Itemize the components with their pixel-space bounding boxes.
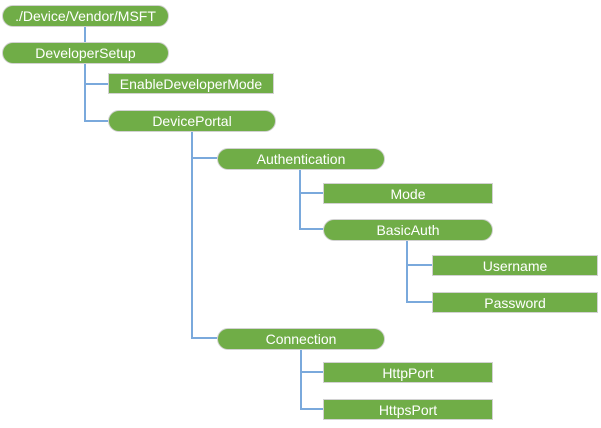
node-device-vendor-msft: ./Device/Vendor/MSFT bbox=[2, 5, 169, 27]
node-connection: Connection bbox=[217, 328, 385, 350]
connector-branch-username bbox=[406, 264, 433, 266]
node-deviceportal: DevicePortal bbox=[108, 110, 276, 132]
connector-branch-enabledevelopermode bbox=[84, 83, 109, 85]
connector-deviceportal-trunk bbox=[191, 132, 193, 339]
connector-developersetup-trunk bbox=[84, 63, 86, 122]
connector-root-developersetup bbox=[84, 27, 86, 43]
node-mode: Mode bbox=[323, 183, 493, 204]
node-username: Username bbox=[432, 255, 598, 276]
connector-branch-deviceportal bbox=[84, 120, 109, 122]
node-developersetup: DeveloperSetup bbox=[2, 42, 169, 64]
connector-branch-password bbox=[406, 301, 433, 303]
node-httpsport: HttpsPort bbox=[323, 399, 493, 420]
connector-authentication-trunk bbox=[299, 170, 301, 230]
connector-branch-httpport bbox=[300, 371, 324, 373]
node-password: Password bbox=[432, 292, 598, 313]
connector-branch-httpsport bbox=[300, 408, 324, 410]
node-httpport: HttpPort bbox=[323, 362, 493, 383]
node-basicauth: BasicAuth bbox=[323, 219, 493, 241]
connector-basicauth-trunk bbox=[406, 240, 408, 303]
connector-branch-mode bbox=[299, 192, 324, 194]
connector-connection-trunk bbox=[300, 349, 302, 410]
node-enabledevelopermode: EnableDeveloperMode bbox=[108, 73, 274, 94]
node-authentication: Authentication bbox=[217, 148, 385, 170]
connector-branch-connection bbox=[191, 337, 218, 339]
connector-branch-basicauth bbox=[299, 228, 324, 230]
connector-branch-authentication bbox=[191, 157, 218, 159]
